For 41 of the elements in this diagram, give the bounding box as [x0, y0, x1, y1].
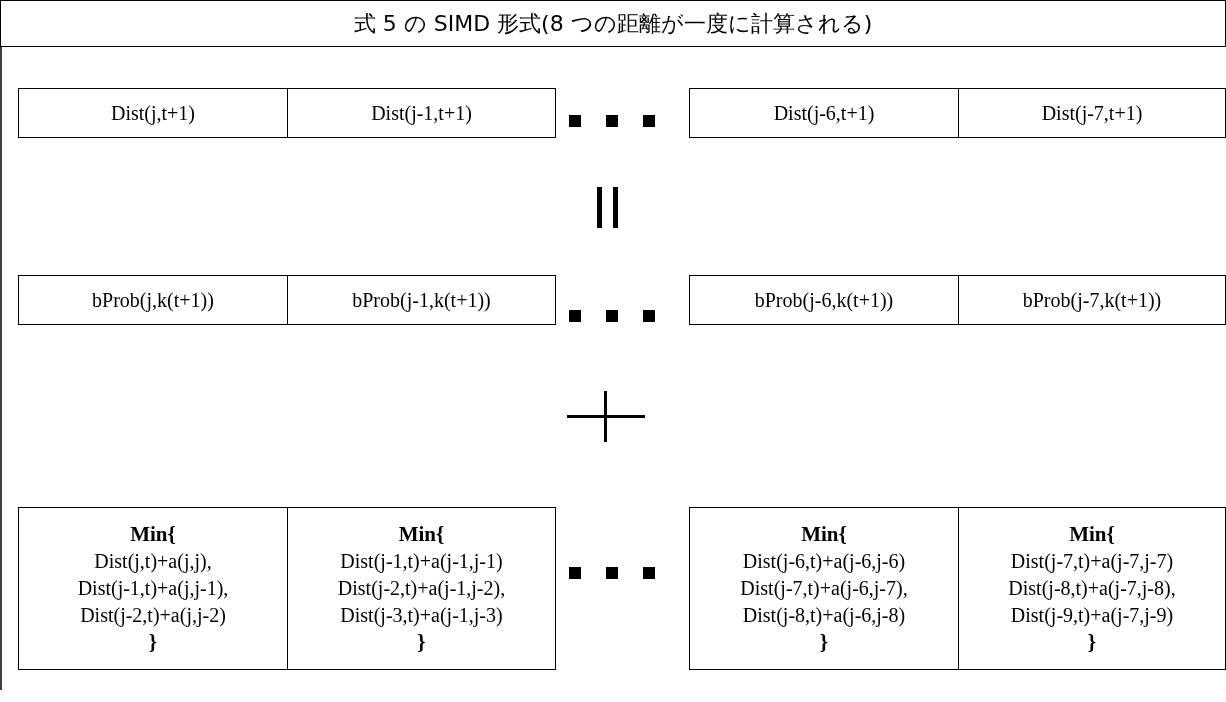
formula-text: bProb(j-7,k(t+1)) — [1022, 287, 1162, 314]
formula-text: bProb(j-6,k(t+1)) — [754, 287, 894, 314]
formula-text: Dist(j,t)+a(j,j), — [94, 549, 212, 575]
vector-cell — [18, 275, 288, 325]
formula-text: Dist(j-9,t)+a(j-7,j-9) — [1010, 603, 1174, 629]
formula-text: Min{ — [801, 521, 847, 548]
formula-text: Dist(j-8,t)+a(j-6,j-8) — [742, 603, 906, 629]
formula-text: Dist(j-7,t)+a(j-7,j-7) — [1010, 549, 1174, 575]
formula-text: Dist(j,t+1) — [110, 100, 196, 127]
vector-cell — [287, 275, 556, 325]
formula-text: Min{ — [398, 521, 445, 548]
vector-cell — [18, 88, 288, 138]
vector-cell — [18, 507, 288, 670]
formula-text: Min{ — [1069, 521, 1115, 548]
formula-text: Dist(j-6,t)+a(j-6,j-6) — [742, 549, 906, 575]
vector-cell — [958, 88, 1226, 138]
formula-text: Dist(j-3,t)+a(j-1,j-3) — [340, 603, 503, 629]
formula-text: Dist(j-7,t)+a(j-6,j-7), — [740, 576, 908, 602]
formula-text: Dist(j-7,t+1) — [1041, 100, 1143, 127]
vector-cell — [287, 88, 556, 138]
formula-text: } — [819, 629, 829, 656]
vector-cell — [958, 507, 1226, 670]
title: 式 5 の SIMD 形式(8 つの距離が一度に計算される) — [353, 9, 873, 38]
formula-text: Dist(j-1,t)+a(j-1,j-1) — [340, 549, 503, 575]
formula-text: } — [1087, 629, 1097, 656]
formula-text: } — [148, 629, 158, 656]
formula-text: Dist(j-1,t)+a(j,j-1), — [77, 576, 229, 602]
formula-text: bProb(j,k(t+1)) — [92, 287, 214, 314]
formula-text: Dist(j-2,t)+a(j-1,j-2), — [337, 576, 506, 602]
formula-text: Dist(j-2,t)+a(j,j-2) — [80, 603, 226, 629]
vector-cell — [958, 275, 1226, 325]
formula-text: bProb(j-1,k(t+1)) — [352, 287, 491, 314]
formula-text: Dist(j-1,t+1) — [371, 100, 472, 127]
formula-text: Dist(j-6,t+1) — [773, 100, 875, 127]
formula-text: Dist(j-8,t)+a(j-7,j-8), — [1008, 576, 1176, 602]
vector-cell — [689, 507, 959, 670]
vector-cell — [689, 88, 959, 138]
formula-text: } — [417, 629, 426, 656]
formula-text: Min{ — [130, 521, 176, 548]
vector-cell — [689, 275, 959, 325]
vector-cell — [287, 507, 556, 670]
